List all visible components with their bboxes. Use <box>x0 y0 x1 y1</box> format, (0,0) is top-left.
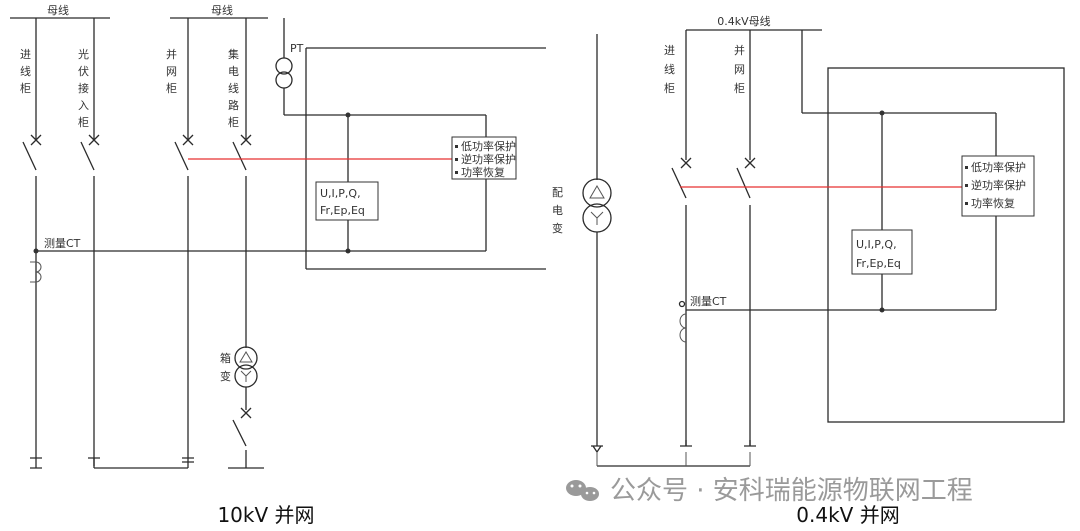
right-feeder-grid-label: 并 网 柜 <box>734 43 749 95</box>
right-bus-label: 0.4kV母线 <box>717 14 770 28</box>
watermark-text: 公众号 · 安科瑞能源物联网工程 <box>610 476 973 506</box>
left-box-transformer-label: 箱 变 <box>220 351 235 383</box>
left-ct-label: 测量CT <box>44 237 81 250</box>
left-diagram-10kv: 母线 母线 进 线 柜 光 伏 接 入 柜 并 网 柜 集 电 线 路 柜 <box>10 3 546 527</box>
right-feeder-incoming <box>671 30 692 447</box>
left-protection-item-2: 逆功率保护 <box>461 152 516 166</box>
right-protection-item-2: 逆功率保护 <box>971 178 1026 192</box>
left-bus-label-2: 母线 <box>211 3 233 17</box>
right-meter-box <box>851 229 913 275</box>
watermark: 公众号 · 安科瑞能源物联网工程 <box>566 476 973 506</box>
right-dist-transformer-icon <box>582 178 612 208</box>
right-outer-box <box>827 67 1065 423</box>
left-feeder-grid <box>174 18 194 468</box>
right-ct-label: 测量CT <box>690 295 727 308</box>
right-feeder-grid <box>736 30 756 447</box>
left-feeder-incoming <box>22 18 42 469</box>
left-protection-item-3: 功率恢复 <box>461 165 505 179</box>
left-ct-coil-icon <box>35 261 42 283</box>
left-pt-label: PT <box>290 42 304 55</box>
left-meter-line1: U,I,P,Q, <box>320 187 361 200</box>
right-dist-transformer-feeder <box>582 34 612 454</box>
left-meter-line2: Fr,Ep,Eq <box>320 204 365 217</box>
right-dist-transformer-label: 配 电 变 <box>552 186 567 235</box>
right-caption: 0.4kV 并网 <box>796 503 899 527</box>
left-protection-box <box>451 136 517 180</box>
left-feeder-pv <box>80 18 100 468</box>
left-box-transformer-icon <box>234 346 258 370</box>
left-feeder-collector <box>228 18 264 469</box>
left-feeder-grid-label: 并 网 柜 <box>166 47 181 95</box>
right-meter-line1: U,I,P,Q, <box>856 238 897 251</box>
left-feeder-collector-label: 集 电 线 路 柜 <box>228 47 243 129</box>
left-feeder-pv-label: 光 伏 接 入 柜 <box>78 47 93 129</box>
left-meter-box <box>315 181 379 221</box>
right-ct-coil-icon <box>679 313 687 343</box>
right-protection-item-3: 功率恢复 <box>971 196 1015 210</box>
wechat-icon <box>566 480 599 501</box>
left-bus-label-1: 母线 <box>47 3 69 17</box>
left-protection-item-1: 低功率保护 <box>461 139 516 153</box>
right-protection-box <box>961 155 1035 217</box>
right-feeder-incoming-label: 进 线 柜 <box>664 44 679 95</box>
right-diagram-04kv: 0.4kV母线 进 线 柜 并 网 柜 配 电 变 <box>552 14 1065 527</box>
right-meter-line2: Fr,Ep,Eq <box>856 257 901 270</box>
left-pt <box>275 18 348 116</box>
left-caption: 10kV 并网 <box>217 503 314 527</box>
left-feeder-incoming-label: 进 线 柜 <box>20 48 35 95</box>
pt-transformer-icon <box>275 57 293 75</box>
right-protection-item-1: 低功率保护 <box>971 160 1026 174</box>
